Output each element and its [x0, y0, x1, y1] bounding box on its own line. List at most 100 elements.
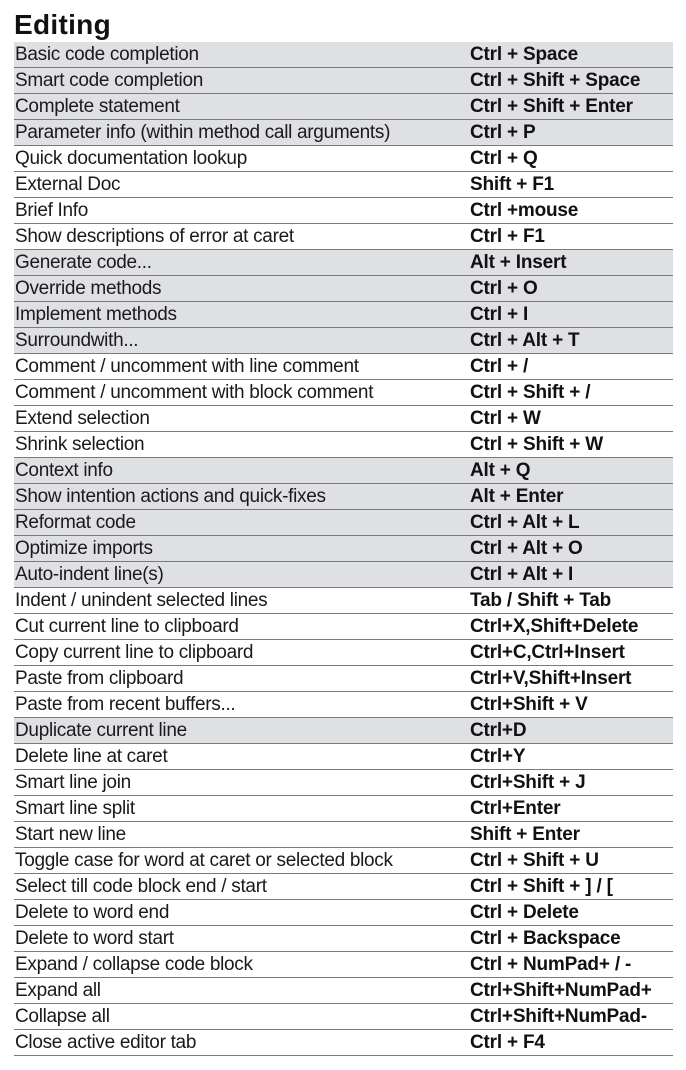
- shortcut-keys: Ctrl+Enter: [470, 797, 561, 819]
- shortcut-action: Extend selection: [15, 407, 150, 429]
- shortcut-action: Implement methods: [15, 303, 177, 325]
- shortcut-action: Close active editor tab: [15, 1031, 197, 1053]
- shortcut-action: Paste from recent buffers...: [15, 693, 236, 715]
- shortcut-action: Shrink selection: [15, 433, 145, 455]
- shortcut-row: Optimize imports Ctrl + Alt + O: [14, 536, 673, 562]
- shortcut-row: Indent / unindent selected lines Tab / Sh…: [14, 588, 673, 614]
- shortcut-row: Paste from recent buffers... Ctrl+Shift +…: [14, 692, 673, 718]
- shortcut-action: Optimize imports: [15, 537, 153, 559]
- shortcut-row: External Doc Shift + F1: [14, 172, 673, 198]
- shortcut-action: Delete to word start: [15, 927, 174, 949]
- shortcut-keys: Ctrl + Alt + T: [470, 329, 580, 351]
- shortcut-keys: Ctrl + I: [470, 303, 529, 325]
- shortcut-row: Show descriptions of error at caret Ctrl …: [14, 224, 673, 250]
- shortcut-action: Complete statement: [15, 95, 180, 117]
- shortcut-keys: Ctrl+Shift + V: [470, 693, 588, 715]
- shortcut-row: Comment / uncomment with line comment Ctr…: [14, 354, 673, 380]
- shortcut-keys: Ctrl+C,Ctrl+Insert: [470, 641, 625, 663]
- shortcut-action: Reformat code: [15, 511, 136, 533]
- shortcut-row: Smart line join Ctrl+Shift + J: [14, 770, 673, 796]
- shortcut-action: Paste from clipboard: [15, 667, 184, 689]
- shortcut-keys: Ctrl + F1: [470, 225, 545, 247]
- shortcut-keys: Ctrl+Y: [470, 745, 526, 767]
- shortcut-row: Expand / collapse code block Ctrl + NumPa…: [14, 952, 673, 978]
- shortcut-action: Duplicate current line: [15, 719, 187, 741]
- shortcut-action: Expand / collapse code block: [15, 953, 253, 975]
- shortcut-action: Auto-indent line(s): [15, 563, 164, 585]
- shortcut-row: Brief Info Ctrl +mouse: [14, 198, 673, 224]
- shortcut-keys: Ctrl + /: [470, 355, 529, 377]
- shortcut-action: Toggle case for word at caret or selecte…: [15, 849, 393, 871]
- shortcut-row: Parameter info (within method call argum…: [14, 120, 673, 146]
- shortcut-keys: Ctrl +mouse: [470, 199, 579, 221]
- shortcut-action: Smart code completion: [15, 69, 204, 91]
- shortcut-action: Copy current line to clipboard: [15, 641, 254, 663]
- shortcut-action: Override methods: [15, 277, 162, 299]
- shortcut-row: Extend selection Ctrl + W: [14, 406, 673, 432]
- shortcut-action: Comment / uncomment with line comment: [15, 355, 359, 377]
- shortcut-row: Copy current line to clipboard Ctrl+C,Ctr…: [14, 640, 673, 666]
- shortcut-action: Comment / uncomment with block comment: [15, 381, 374, 403]
- shortcut-keys: Ctrl+Shift+NumPad+: [470, 979, 652, 1001]
- shortcut-keys: Ctrl + Shift + U: [470, 849, 599, 871]
- shortcut-keys: Ctrl + Space: [470, 43, 578, 65]
- shortcut-row: Select till code block end / start Ctrl +…: [14, 874, 673, 900]
- shortcut-keys: Ctrl + W: [470, 407, 541, 429]
- shortcut-action: Indent / unindent selected lines: [15, 589, 268, 611]
- shortcut-action: Expand all: [15, 979, 101, 1001]
- shortcut-keys: Ctrl+V,Shift+Insert: [470, 667, 632, 689]
- shortcut-action: Quick documentation lookup: [15, 147, 247, 169]
- shortcut-row: Context info Alt + Q: [14, 458, 673, 484]
- shortcut-row: Delete line at caret Ctrl+Y: [14, 744, 673, 770]
- shortcut-action: Delete to word end: [15, 901, 170, 923]
- shortcut-keys: Ctrl + Shift + W: [470, 433, 603, 455]
- shortcut-keys: Ctrl + NumPad+ / -: [470, 953, 632, 975]
- shortcut-keys: Ctrl + Delete: [470, 901, 579, 923]
- shortcut-keys: Alt + Insert: [470, 251, 567, 273]
- shortcut-action: Select till code block end / start: [15, 875, 267, 897]
- section-title: Editing: [14, 9, 111, 40]
- shortcut-row: Comment / uncomment with block comment Ct…: [14, 380, 673, 406]
- shortcut-action: External Doc: [15, 173, 121, 195]
- shortcut-keys: Ctrl + Shift + Space: [470, 69, 641, 91]
- shortcut-keys: Ctrl + Alt + I: [470, 563, 574, 585]
- shortcut-action: Brief Info: [15, 199, 89, 221]
- shortcut-action: Show descriptions of error at caret: [15, 225, 294, 247]
- shortcut-keys: Alt + Q: [470, 459, 531, 481]
- shortcut-row: Generate code...Alt + Insert: [14, 250, 673, 276]
- shortcut-row: Smart code completion Ctrl + Shift + Spac…: [14, 68, 673, 94]
- shortcut-action: Parameter info (within method call argum…: [15, 121, 391, 143]
- shortcut-action: Start new line: [15, 823, 126, 845]
- shortcut-action: Smart line join: [15, 771, 131, 793]
- shortcut-row: Cut current line to clipboard Ctrl+X,Shif…: [14, 614, 673, 640]
- shortcut-action: Context info: [15, 459, 113, 481]
- shortcut-keys: Shift + F1: [470, 173, 555, 195]
- shortcut-row: Toggle case for word at caret or selecte…: [14, 848, 673, 874]
- shortcut-action: Show intention actions and quick-fixes: [15, 485, 326, 507]
- shortcut-action: Cut current line to clipboard: [15, 615, 239, 637]
- shortcut-row: Start new line Shift + Enter: [14, 822, 673, 848]
- shortcut-row: Delete to word end Ctrl + Delete: [14, 900, 673, 926]
- shortcut-keys: Tab / Shift + Tab: [470, 589, 612, 611]
- shortcut-keys: Ctrl + Shift + /: [470, 381, 591, 403]
- shortcut-keys: Ctrl + Shift + ] / [: [470, 875, 613, 897]
- shortcut-keys: Ctrl + Alt + O: [470, 537, 583, 559]
- shortcut-keys: Ctrl + Shift + Enter: [470, 95, 633, 117]
- shortcut-keys: Ctrl+X,Shift+Delete: [470, 615, 639, 637]
- shortcut-keys: Ctrl+Shift + J: [470, 771, 586, 793]
- shortcut-keys: Ctrl + Alt + L: [470, 511, 580, 533]
- shortcut-row: Expand all Ctrl+Shift+NumPad+: [14, 978, 673, 1004]
- shortcut-action: Delete line at caret: [15, 745, 168, 767]
- shortcut-keys: Ctrl + Q: [470, 147, 538, 169]
- shortcut-action: Collapse all: [15, 1005, 110, 1027]
- shortcut-keys: Shift + Enter: [470, 823, 580, 845]
- shortcut-row: Surroundwith...Ctrl + Alt + T: [14, 328, 673, 354]
